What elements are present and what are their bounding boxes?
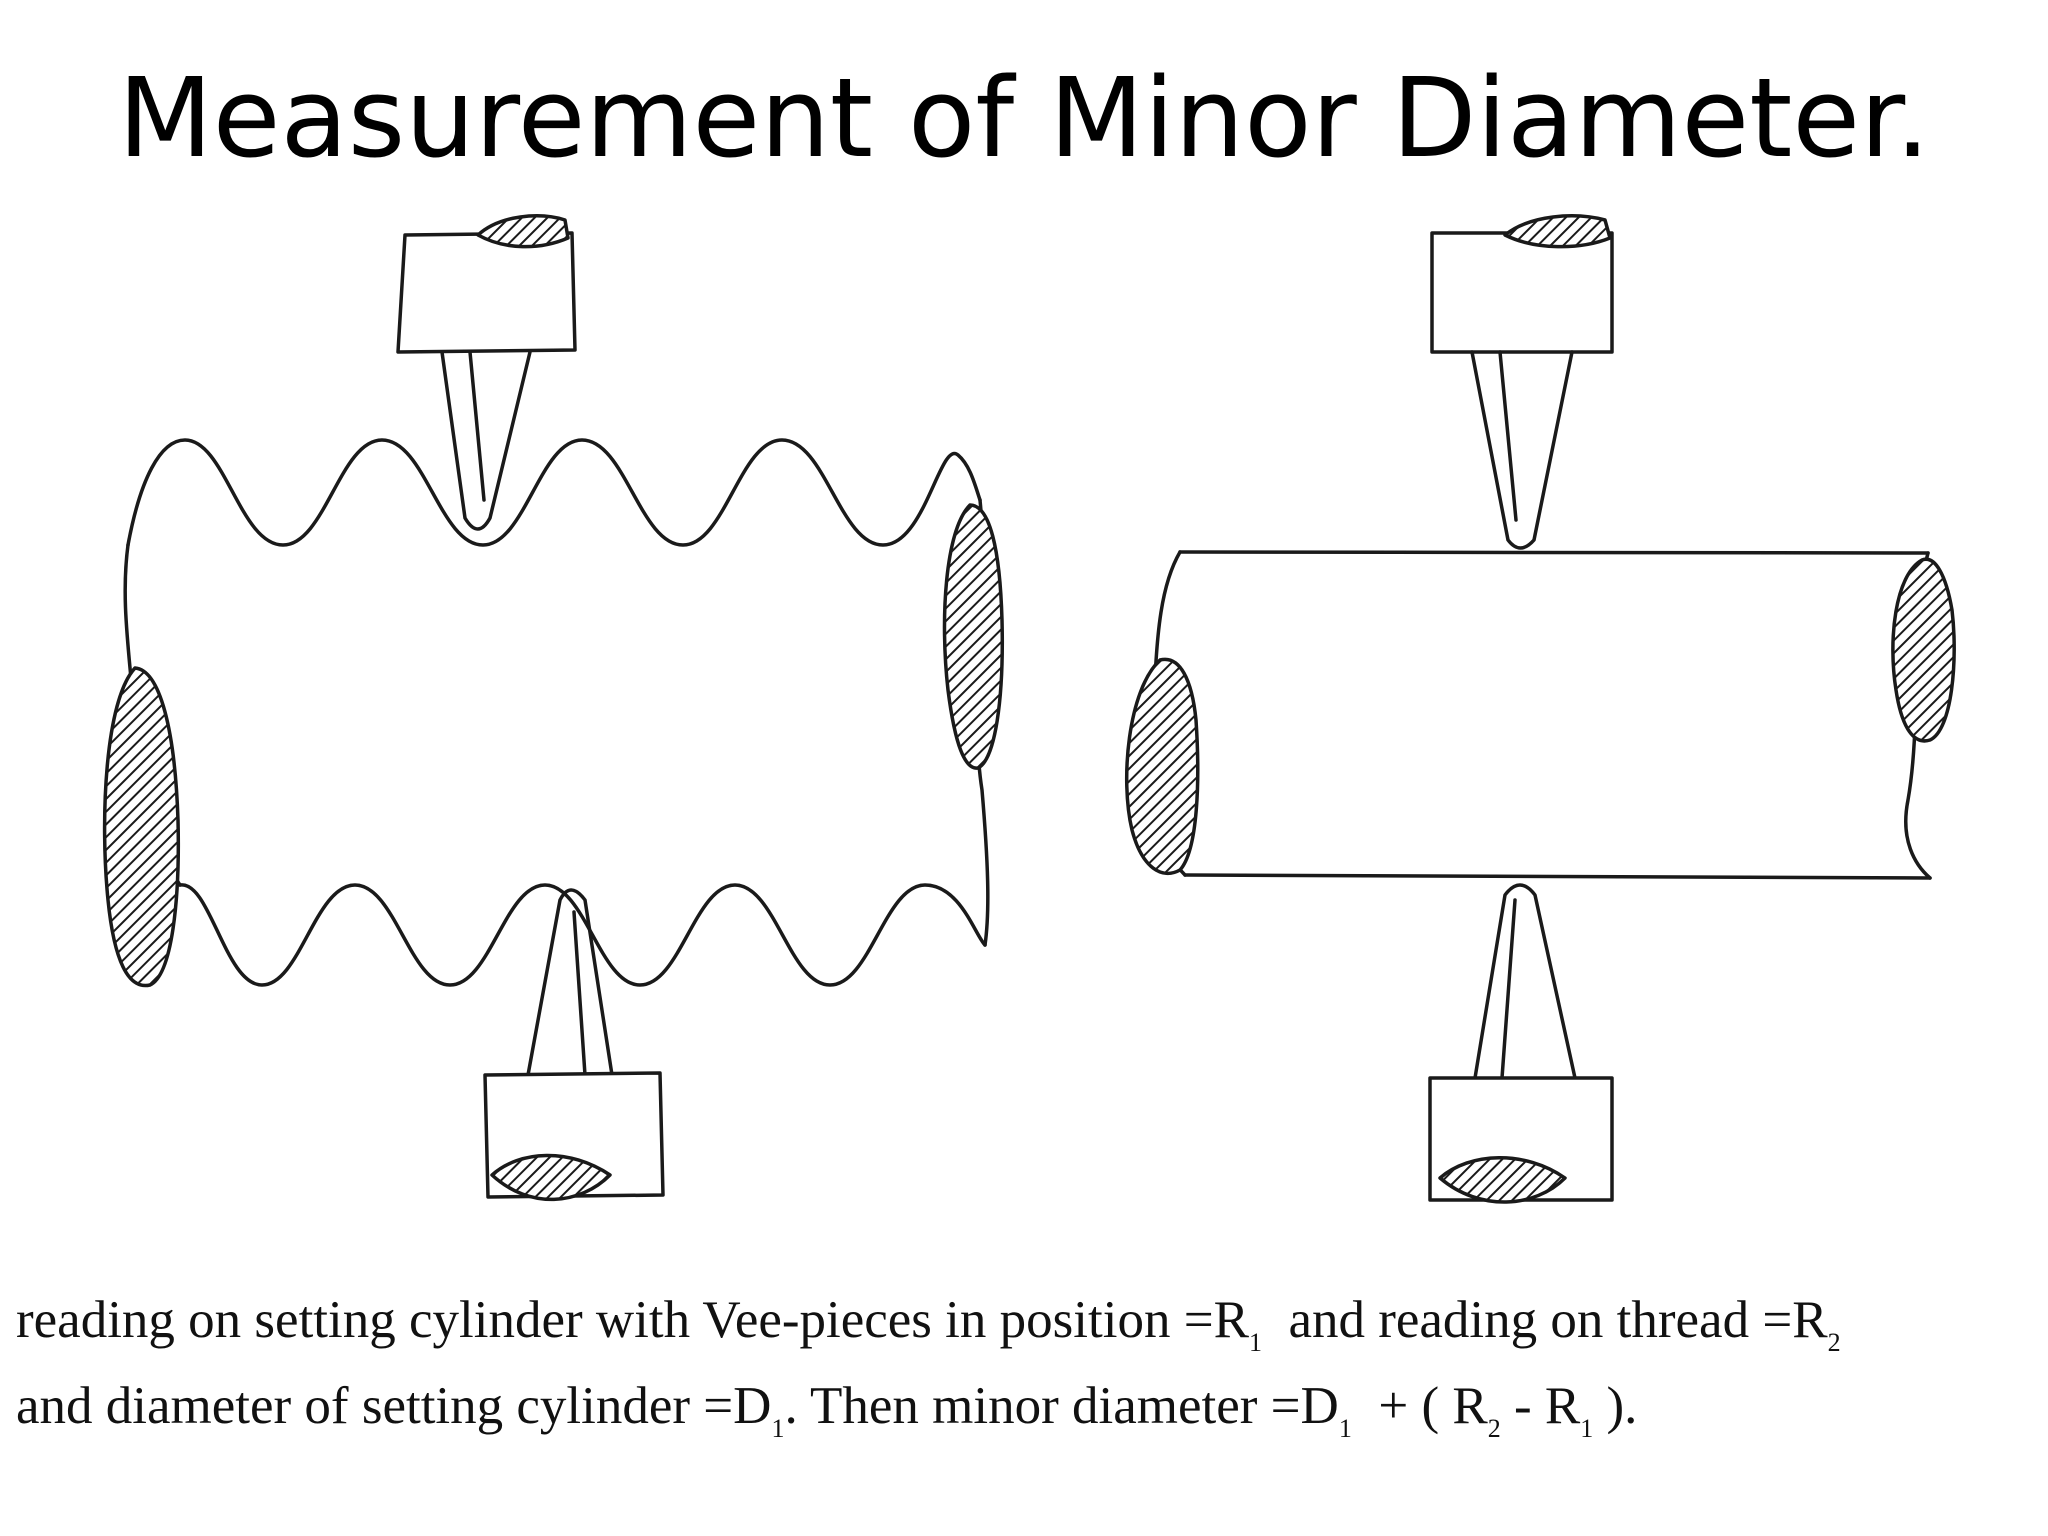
measurement-diagram	[102, 214, 1956, 1204]
thread-bottom-profile	[178, 883, 987, 987]
anvil-stem-section	[1503, 214, 1612, 249]
anvil-stem-section	[1438, 1156, 1567, 1204]
cylinder-left-section-hatch	[1124, 657, 1200, 876]
thread-right-section-hatch	[942, 503, 1005, 770]
caption-text: and diameter of setting cylinder =D	[16, 1377, 772, 1435]
lower-vee-piece-left	[483, 888, 665, 1202]
caption-text: and reading on thread =R	[1261, 1291, 1828, 1349]
caption-text: ).	[1593, 1377, 1638, 1435]
caption-line-2: and diameter of setting cylinder =D1. Th…	[16, 1376, 1638, 1442]
thread-workpiece	[123, 438, 990, 987]
caption-text: - R	[1500, 1377, 1581, 1435]
vee-point	[1473, 883, 1577, 1080]
slide-title: Measurement of Minor Diameter.	[117, 54, 1931, 182]
subscript: 2	[1827, 1328, 1841, 1357]
subscript: 1	[1338, 1414, 1352, 1443]
subscript: 1	[1248, 1328, 1262, 1357]
subscript: 1	[1580, 1414, 1594, 1443]
vee-inner-edge	[1500, 898, 1517, 1080]
vee-inner-edge	[572, 910, 587, 1077]
vee-inner-edge	[1498, 350, 1518, 522]
vee-point	[440, 350, 532, 531]
caption-line-1: reading on setting cylinder with Vee-pie…	[16, 1290, 1841, 1356]
vee-point	[526, 888, 614, 1077]
setting-cylinder	[1145, 550, 1932, 880]
cylinder-top-edge	[1178, 550, 1930, 555]
subscript: 1	[771, 1414, 785, 1443]
cylinder-right-section-hatch	[1891, 557, 1956, 743]
thread-top-profile	[126, 438, 982, 547]
anvil-stem-section	[476, 214, 570, 249]
caption-text: . Then minor diameter =D	[784, 1377, 1339, 1435]
anvil-block	[1430, 231, 1614, 354]
anvil-block	[396, 231, 577, 354]
anvil-stem-section	[490, 1153, 612, 1202]
cylinder-bottom-edge	[1183, 873, 1932, 880]
lower-vee-piece-right	[1428, 883, 1614, 1204]
caption-text: reading on setting cylinder with Vee-pie…	[16, 1291, 1249, 1349]
caption-text: + ( R	[1351, 1377, 1488, 1435]
thread-left-section-hatch	[102, 666, 181, 988]
upper-vee-piece-left	[396, 214, 577, 531]
vee-inner-edge	[468, 350, 486, 502]
subscript: 2	[1487, 1414, 1501, 1443]
upper-vee-piece-right	[1430, 214, 1614, 550]
vee-point	[1470, 350, 1574, 550]
